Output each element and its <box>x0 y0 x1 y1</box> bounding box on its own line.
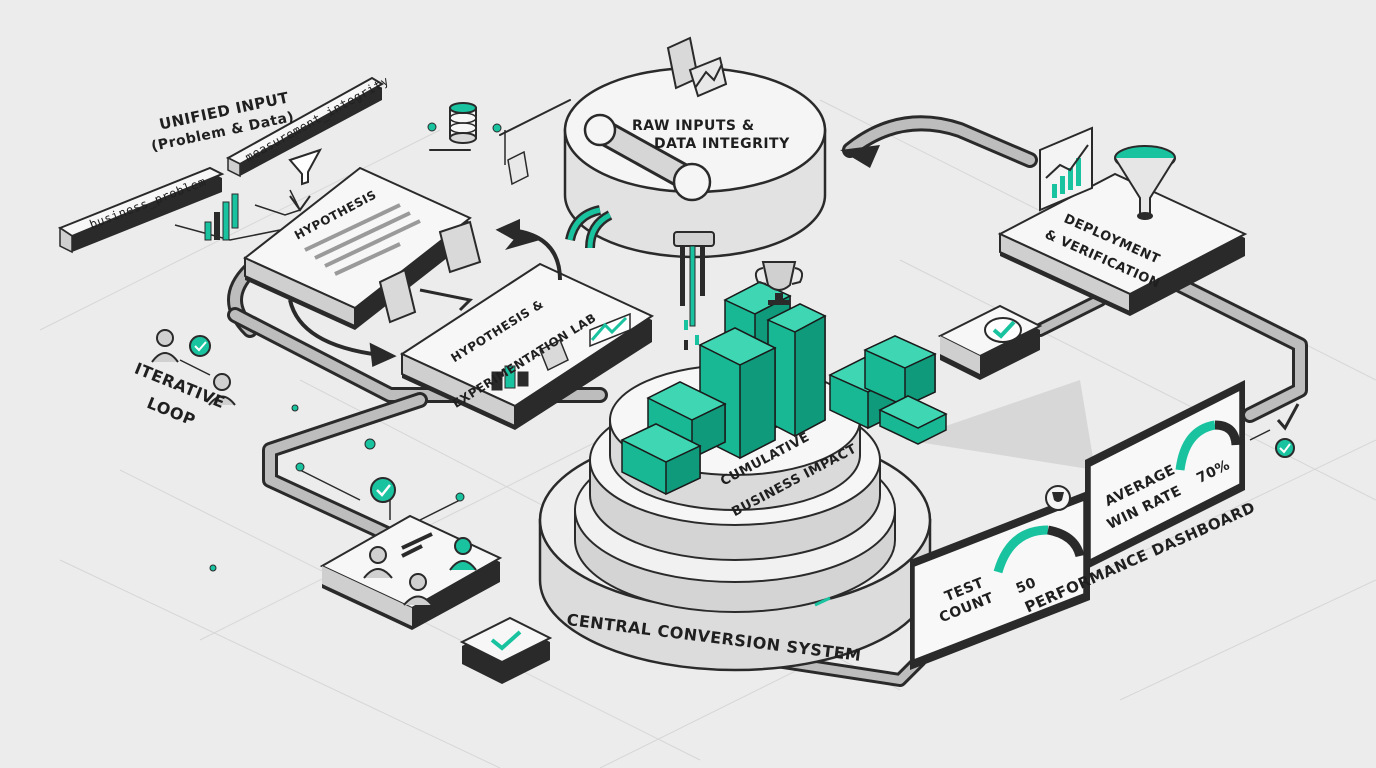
arrow-into-raw-inputs <box>840 145 880 168</box>
win-rate-gauge <box>1175 420 1241 471</box>
team-tile <box>319 514 503 630</box>
funnel-icon <box>288 148 323 212</box>
data-documents-icon <box>666 36 728 98</box>
hypothesis-card <box>243 166 472 330</box>
raw-inputs-label-line1: RAW INPUTS & <box>632 118 755 134</box>
test-count-panel <box>910 490 1090 670</box>
bar-chart-icon <box>204 193 239 241</box>
deployment-card <box>997 172 1248 316</box>
accent-dots <box>209 122 502 572</box>
deployment-funnel-icon <box>1114 145 1176 220</box>
database-icon <box>449 102 477 144</box>
deployment-chart-icon <box>1039 126 1093 212</box>
loop-users-icon <box>151 329 236 406</box>
shadow-wedge <box>905 380 1095 470</box>
loop-arrows <box>288 218 562 367</box>
raw-inputs-outlets <box>565 205 715 350</box>
verification-check-box <box>937 304 1043 380</box>
lab-bar-chart <box>491 365 529 391</box>
test-count-gauge <box>993 525 1085 574</box>
measurement-integrity-tag <box>225 76 384 178</box>
side-check-icons <box>1275 403 1300 458</box>
business-problem-tag <box>57 166 225 254</box>
trophy-icon <box>754 261 804 305</box>
users-icon <box>363 477 477 606</box>
raw-inputs-label-line2: DATA INTEGRITY <box>654 136 790 152</box>
dashboard-trophy-icon <box>1045 485 1071 511</box>
experimentation-lab-card <box>399 262 655 430</box>
document-icon <box>507 150 529 186</box>
bottom-check-box <box>459 616 553 684</box>
impact-blocks <box>620 281 948 496</box>
raw-inputs-cylinder <box>563 66 827 259</box>
